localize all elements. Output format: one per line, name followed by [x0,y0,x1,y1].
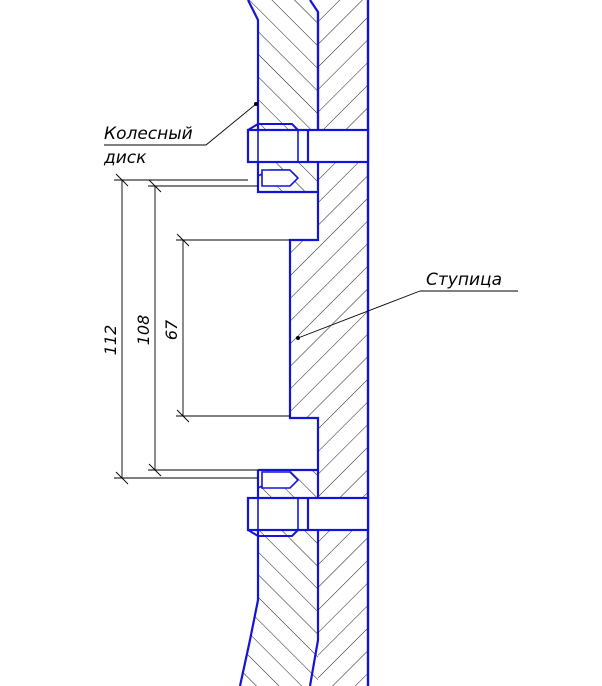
hub-leader-dot [296,336,300,340]
dimension-108-label: 108 [134,315,153,346]
wheel-disk-lower [240,530,318,686]
dimension-67-label: 67 [162,319,181,340]
wheel-disk-label-line1: Колесный [104,124,193,144]
hub-label: Ступица [426,270,502,290]
wheel-disk-leader-dot [254,102,258,106]
wheel-disk-label-line2: диск [103,148,147,168]
wheel-disk-leader [104,103,257,146]
wheel-disk-upper [248,0,318,130]
dimension-108 [148,179,258,477]
dimension-67 [176,233,290,423]
upper-bolt [246,123,370,187]
hub-leader [297,290,518,339]
dimension-112-label: 112 [101,325,120,356]
lower-bolt [246,471,370,537]
dimension-112 [114,173,258,485]
